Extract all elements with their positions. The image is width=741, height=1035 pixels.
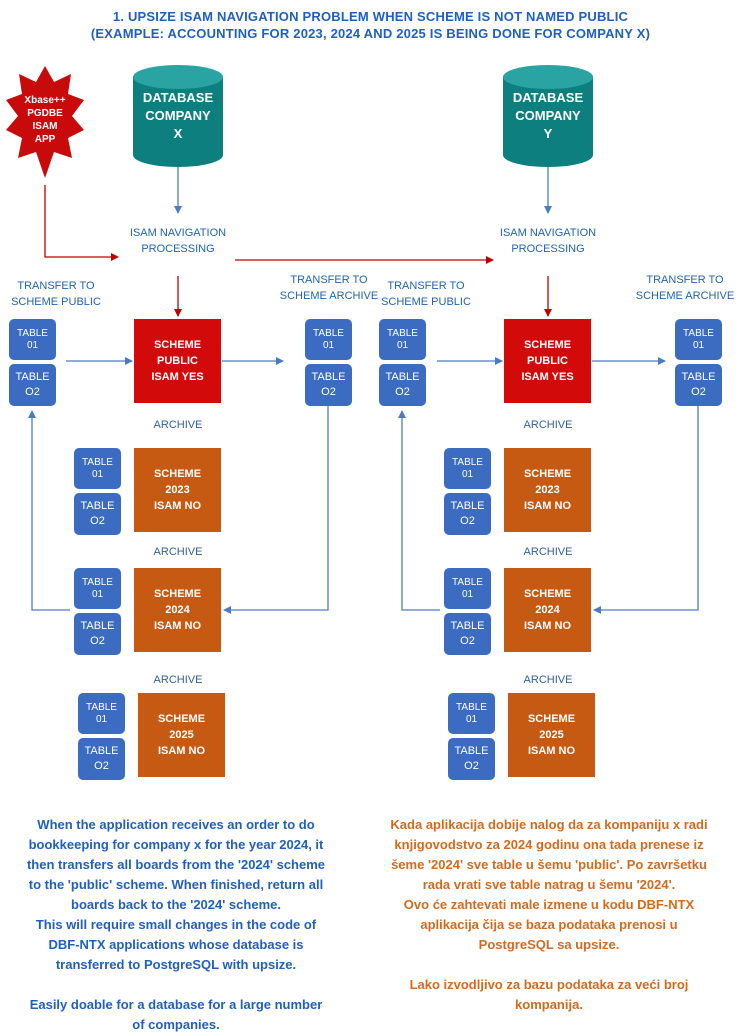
app-badge: Xbase++ PGDBE ISAM APP [4,64,86,180]
arrow-app-to-isam [44,185,119,261]
scheme-public-y: SCHEME PUBLIC ISAM YES [504,319,591,403]
note-serbian: Kada aplikacija dobije nalog da za kompa… [390,817,708,1012]
archive-table-01-y: TABLE 01 [675,319,722,360]
transfer-archive-label-y: TRANSFER TO SCHEME ARCHIVE [635,274,735,302]
diagram-subtitle: (EXAMPLE: ACCOUNTING FOR 2023, 2024 AND … [90,26,651,41]
scheme-public-x: SCHEME PUBLIC ISAM YES [134,319,221,403]
arrow-2024-x-to-public-tables [28,410,70,611]
public-table-01-x: TABLE 01 [9,319,56,360]
transfer-public-label-x: TRANSFER TO SCHEME PUBLIC [11,280,101,308]
scheme-2023-x: SCHEME 2023 ISAM NO [134,448,221,532]
database-company-x: DATABASE COMPANY X [133,65,223,167]
archive-label-1-x: ARCHIVE [153,419,203,431]
public-table-01-y: TABLE 01 [379,319,426,360]
archive-table-02-y: TABLE O2 [675,364,722,406]
arrow-archive-x-to-2024 [223,405,329,614]
scheme-2025-x: SCHEME 2025 ISAM NO [138,693,225,777]
table-02-2024-x: TABLE O2 [74,613,121,655]
archive-label-2-y: ARCHIVE [523,546,573,558]
isam-navigation-y: ISAM NAVIGATION PROCESSING [499,227,597,255]
arrow-2024-y-to-public-tables [398,410,440,611]
database-label: DATABASE COMPANY X [142,90,214,141]
scheme-2023-y: SCHEME 2023 ISAM NO [504,448,591,532]
database-cylinder-icon [133,65,223,167]
isam-navigation-x: ISAM NAVIGATION PROCESSING [129,227,227,255]
note-english: When the application receives an order t… [26,817,326,1032]
starburst-icon [6,66,84,178]
archive-table-02-x: TABLE O2 [305,364,352,406]
table-02-2024-y: TABLE O2 [444,613,491,655]
diagram-title: 1. UPSIZE ISAM NAVIGATION PROBLEM WHEN S… [112,9,629,24]
table-02-2023-x: TABLE O2 [74,493,121,535]
archive-label-1-y: ARCHIVE [523,419,573,431]
arrow-archive-y-to-2024 [593,405,699,614]
archive-label-3-x: ARCHIVE [153,674,203,686]
scheme-2024-x: SCHEME 2024 ISAM NO [134,568,221,652]
database-cylinder-icon [503,65,593,167]
table-01-2023-x: TABLE 01 [74,448,121,489]
table-01-2025-y: TABLE 01 [448,693,495,734]
transfer-public-label-y: TRANSFER TO SCHEME PUBLIC [381,280,471,308]
transfer-archive-label-x: TRANSFER TO SCHEME ARCHIVE [279,274,379,302]
table-01-2025-x: TABLE 01 [78,693,125,734]
table-01-2024-x: TABLE 01 [74,568,121,609]
table-02-2025-x: TABLE O2 [78,738,125,780]
database-company-y: DATABASE COMPANY Y [503,65,593,167]
table-01-2023-y: TABLE 01 [444,448,491,489]
table-02-2023-y: TABLE O2 [444,493,491,535]
public-table-02-x: TABLE O2 [9,364,56,406]
archive-label-2-x: ARCHIVE [153,546,203,558]
table-02-2025-y: TABLE O2 [448,738,495,780]
database-label: DATABASE COMPANY Y [512,90,584,141]
scheme-2025-y: SCHEME 2025 ISAM NO [508,693,595,777]
scheme-2024-y: SCHEME 2024 ISAM NO [504,568,591,652]
app-badge-label: Xbase++ PGDBE ISAM APP [24,95,66,145]
public-table-02-y: TABLE O2 [379,364,426,406]
archive-label-3-y: ARCHIVE [523,674,573,686]
table-01-2024-y: TABLE 01 [444,568,491,609]
archive-table-01-x: TABLE 01 [305,319,352,360]
